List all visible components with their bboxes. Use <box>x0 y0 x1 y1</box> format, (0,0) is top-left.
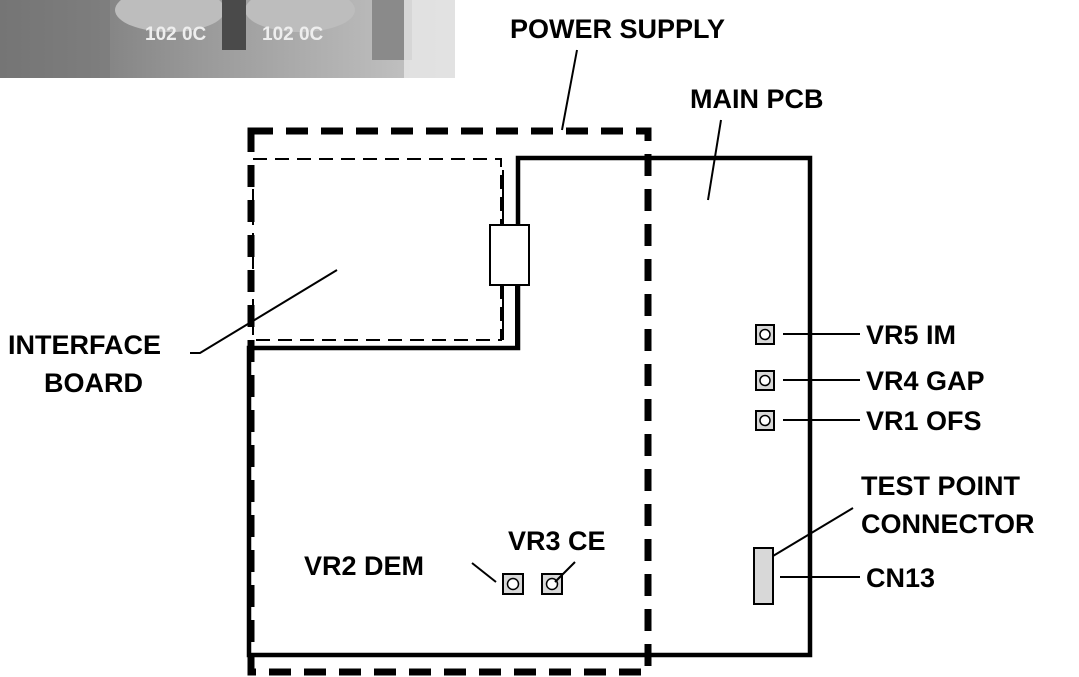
vr5-potentiometer <box>756 325 774 344</box>
photo-chip-label: 102 0C <box>145 24 207 45</box>
test-point-label-line2: CONNECTOR <box>861 509 1035 539</box>
main-pcb-label: MAIN PCB <box>690 84 824 114</box>
interface-board-label-line2: BOARD <box>44 368 143 398</box>
vr1-potentiometer <box>756 411 774 430</box>
test-point-label-line1: TEST POINT <box>861 471 1021 501</box>
cn13-connector <box>754 548 773 604</box>
power-supply-outline <box>251 131 648 672</box>
board-connector <box>490 225 529 285</box>
test-point-leader <box>773 508 853 556</box>
power-supply-leader <box>562 50 577 130</box>
interface-board-outline <box>253 159 501 340</box>
vr5-label: VR5 IM <box>866 320 956 350</box>
vr3-label: VR3 CE <box>508 526 606 556</box>
vr4-potentiometer <box>756 371 774 390</box>
vr1-label: VR1 OFS <box>866 406 982 436</box>
vr2-potentiometer <box>503 574 523 594</box>
cn13-label: CN13 <box>866 563 935 593</box>
inset-photo: 102 0C 102 0C <box>0 0 455 78</box>
vr2-leader <box>472 563 496 582</box>
vr4-label: VR4 GAP <box>866 366 985 396</box>
interface-board-label-line1: INTERFACE <box>8 330 161 360</box>
vr3-leader <box>555 562 575 582</box>
power-supply-label: POWER SUPPLY <box>510 14 725 44</box>
photo-chip-label: 102 0C <box>262 24 324 45</box>
vr2-label: VR2 DEM <box>304 551 424 581</box>
